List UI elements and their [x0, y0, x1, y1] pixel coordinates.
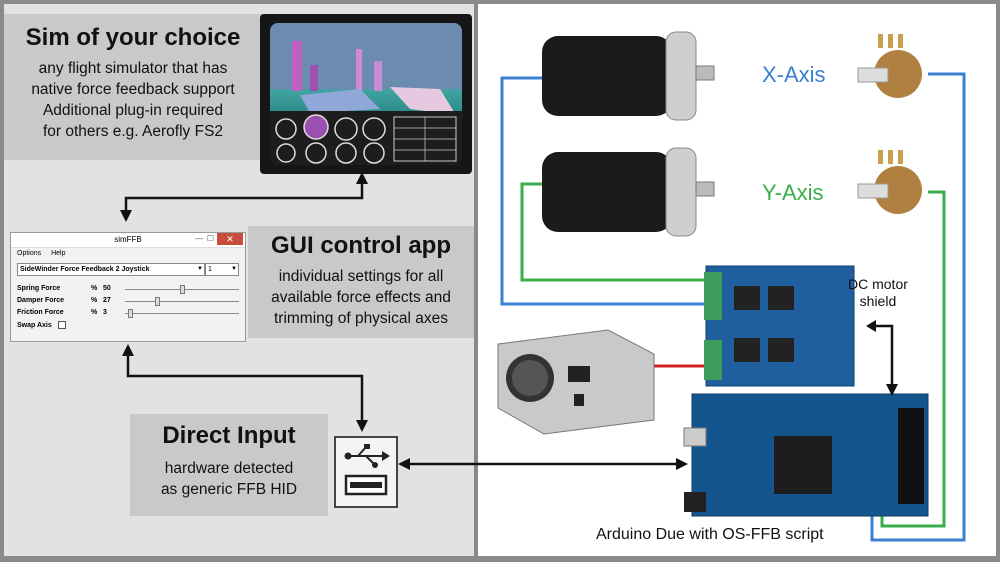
- usb-symbol: [344, 444, 390, 496]
- friction-force-row: Friction Force % 3: [17, 308, 241, 318]
- x-axis-wire: [500, 76, 710, 306]
- sim-gui-connector: [124, 182, 364, 212]
- window-titlebar[interactable]: simFFB — ☐ ✕: [11, 233, 245, 248]
- potentiometer-y: [857, 150, 922, 214]
- gui-title: GUI control app: [271, 232, 451, 259]
- gui-line: individual settings for all: [278, 268, 444, 285]
- slider-label: Spring Force: [17, 285, 61, 292]
- percent-symbol: %: [91, 309, 98, 316]
- slider-thumb[interactable]: [180, 285, 185, 294]
- arrowhead-icon: [356, 420, 368, 432]
- potentiometer-x: [857, 34, 922, 98]
- friction-force-slider[interactable]: [125, 313, 239, 314]
- slider-thumb[interactable]: [128, 309, 134, 318]
- simffb-window: simFFB — ☐ ✕ Options Help SideWinder For…: [10, 232, 246, 342]
- monitor-image: [260, 14, 472, 174]
- y-axis-wire: [880, 190, 946, 528]
- y-axis-label: Y-Axis: [762, 180, 824, 205]
- direct-input-line: as generic FFB HID: [160, 481, 298, 498]
- arrowhead-icon: [866, 320, 876, 332]
- damper-force-row: Damper Force % 27: [17, 296, 241, 306]
- gui-line: available force effects and: [271, 289, 451, 306]
- slider-label: Friction Force: [17, 309, 64, 316]
- slider-value: 27: [103, 297, 111, 304]
- x-axis-wire: [870, 72, 966, 542]
- shield-label-line: DC motor: [848, 276, 908, 292]
- channel-select[interactable]: 1 ▼: [205, 263, 239, 276]
- chevron-down-icon: ▼: [197, 266, 203, 272]
- slider-thumb[interactable]: [154, 297, 160, 306]
- x-axis-label: X-Axis: [762, 62, 826, 87]
- spring-force-row: Spring Force % 50: [17, 284, 241, 294]
- slider-value: 3: [103, 309, 107, 316]
- arrowhead-icon: [120, 210, 132, 222]
- sim-title: Sim of your choice: [25, 24, 241, 51]
- slider-label: Damper Force: [17, 297, 65, 304]
- hardware-diagram: [497, 31, 966, 542]
- flight-sim-screen: [270, 23, 462, 165]
- sim-line: any flight simulator that has: [38, 60, 228, 77]
- menu-options[interactable]: Options: [17, 250, 42, 257]
- close-button[interactable]: ✕: [217, 233, 243, 245]
- gui-line: trimming of physical axes: [273, 310, 448, 327]
- usb-icon: [334, 436, 398, 508]
- motor-x: [542, 31, 715, 121]
- menu-help[interactable]: Help: [51, 250, 66, 257]
- maximize-button[interactable]: ☐: [206, 234, 214, 243]
- channel-select-value: 1: [208, 266, 212, 273]
- y-axis-wire: [520, 182, 710, 282]
- motor-y: [542, 147, 715, 237]
- swap-axis-label: Swap Axis: [17, 322, 52, 329]
- sim-line: native force feedback support: [31, 81, 235, 98]
- arrowhead-icon: [122, 344, 134, 356]
- swap-axis-checkbox[interactable]: [57, 321, 66, 330]
- device-select-value: SideWinder Force Feedback 2 Joystick: [20, 266, 150, 273]
- sim-line: Additional plug-in required: [42, 102, 224, 119]
- sim-info-box: Sim of your choice any flight simulator …: [4, 14, 262, 160]
- window-title: simFFB: [114, 235, 142, 244]
- left-panel: Sim of your choice any flight simulator …: [4, 4, 474, 556]
- damper-force-slider[interactable]: [125, 301, 239, 302]
- right-panel: X-Axis Y-Axis DC motor shield Arduino Du…: [478, 4, 996, 556]
- motor-shield: [704, 265, 855, 387]
- shield-label: DC motor shield: [848, 276, 908, 310]
- swap-axis-row: Swap Axis: [17, 321, 241, 331]
- direct-input-box: Direct Input hardware detected as generi…: [130, 414, 328, 516]
- direct-input-line: hardware detected: [164, 460, 294, 477]
- percent-symbol: %: [91, 297, 98, 304]
- gui-info-box: GUI control app individual settings for …: [248, 226, 474, 338]
- direct-input-title: Direct Input: [162, 422, 296, 449]
- arduino-label: Arduino Due with OS-FFB script: [596, 526, 824, 543]
- menu-bar: Options Help: [11, 248, 245, 259]
- sim-line: for others e.g. Aerofly FS2: [42, 123, 224, 140]
- shield-arduino-arrow: [866, 320, 898, 396]
- arrowhead-icon: [886, 384, 898, 396]
- arduino-board: [683, 393, 929, 517]
- minimize-button[interactable]: —: [195, 234, 203, 243]
- sim-scene: [270, 41, 462, 165]
- shield-label-line: shield: [859, 293, 897, 309]
- power-supply: [497, 329, 655, 435]
- chevron-down-icon: ▼: [231, 266, 237, 272]
- percent-symbol: %: [91, 285, 98, 292]
- slider-value: 50: [103, 285, 111, 292]
- device-select[interactable]: SideWinder Force Feedback 2 Joystick ▼: [17, 263, 205, 276]
